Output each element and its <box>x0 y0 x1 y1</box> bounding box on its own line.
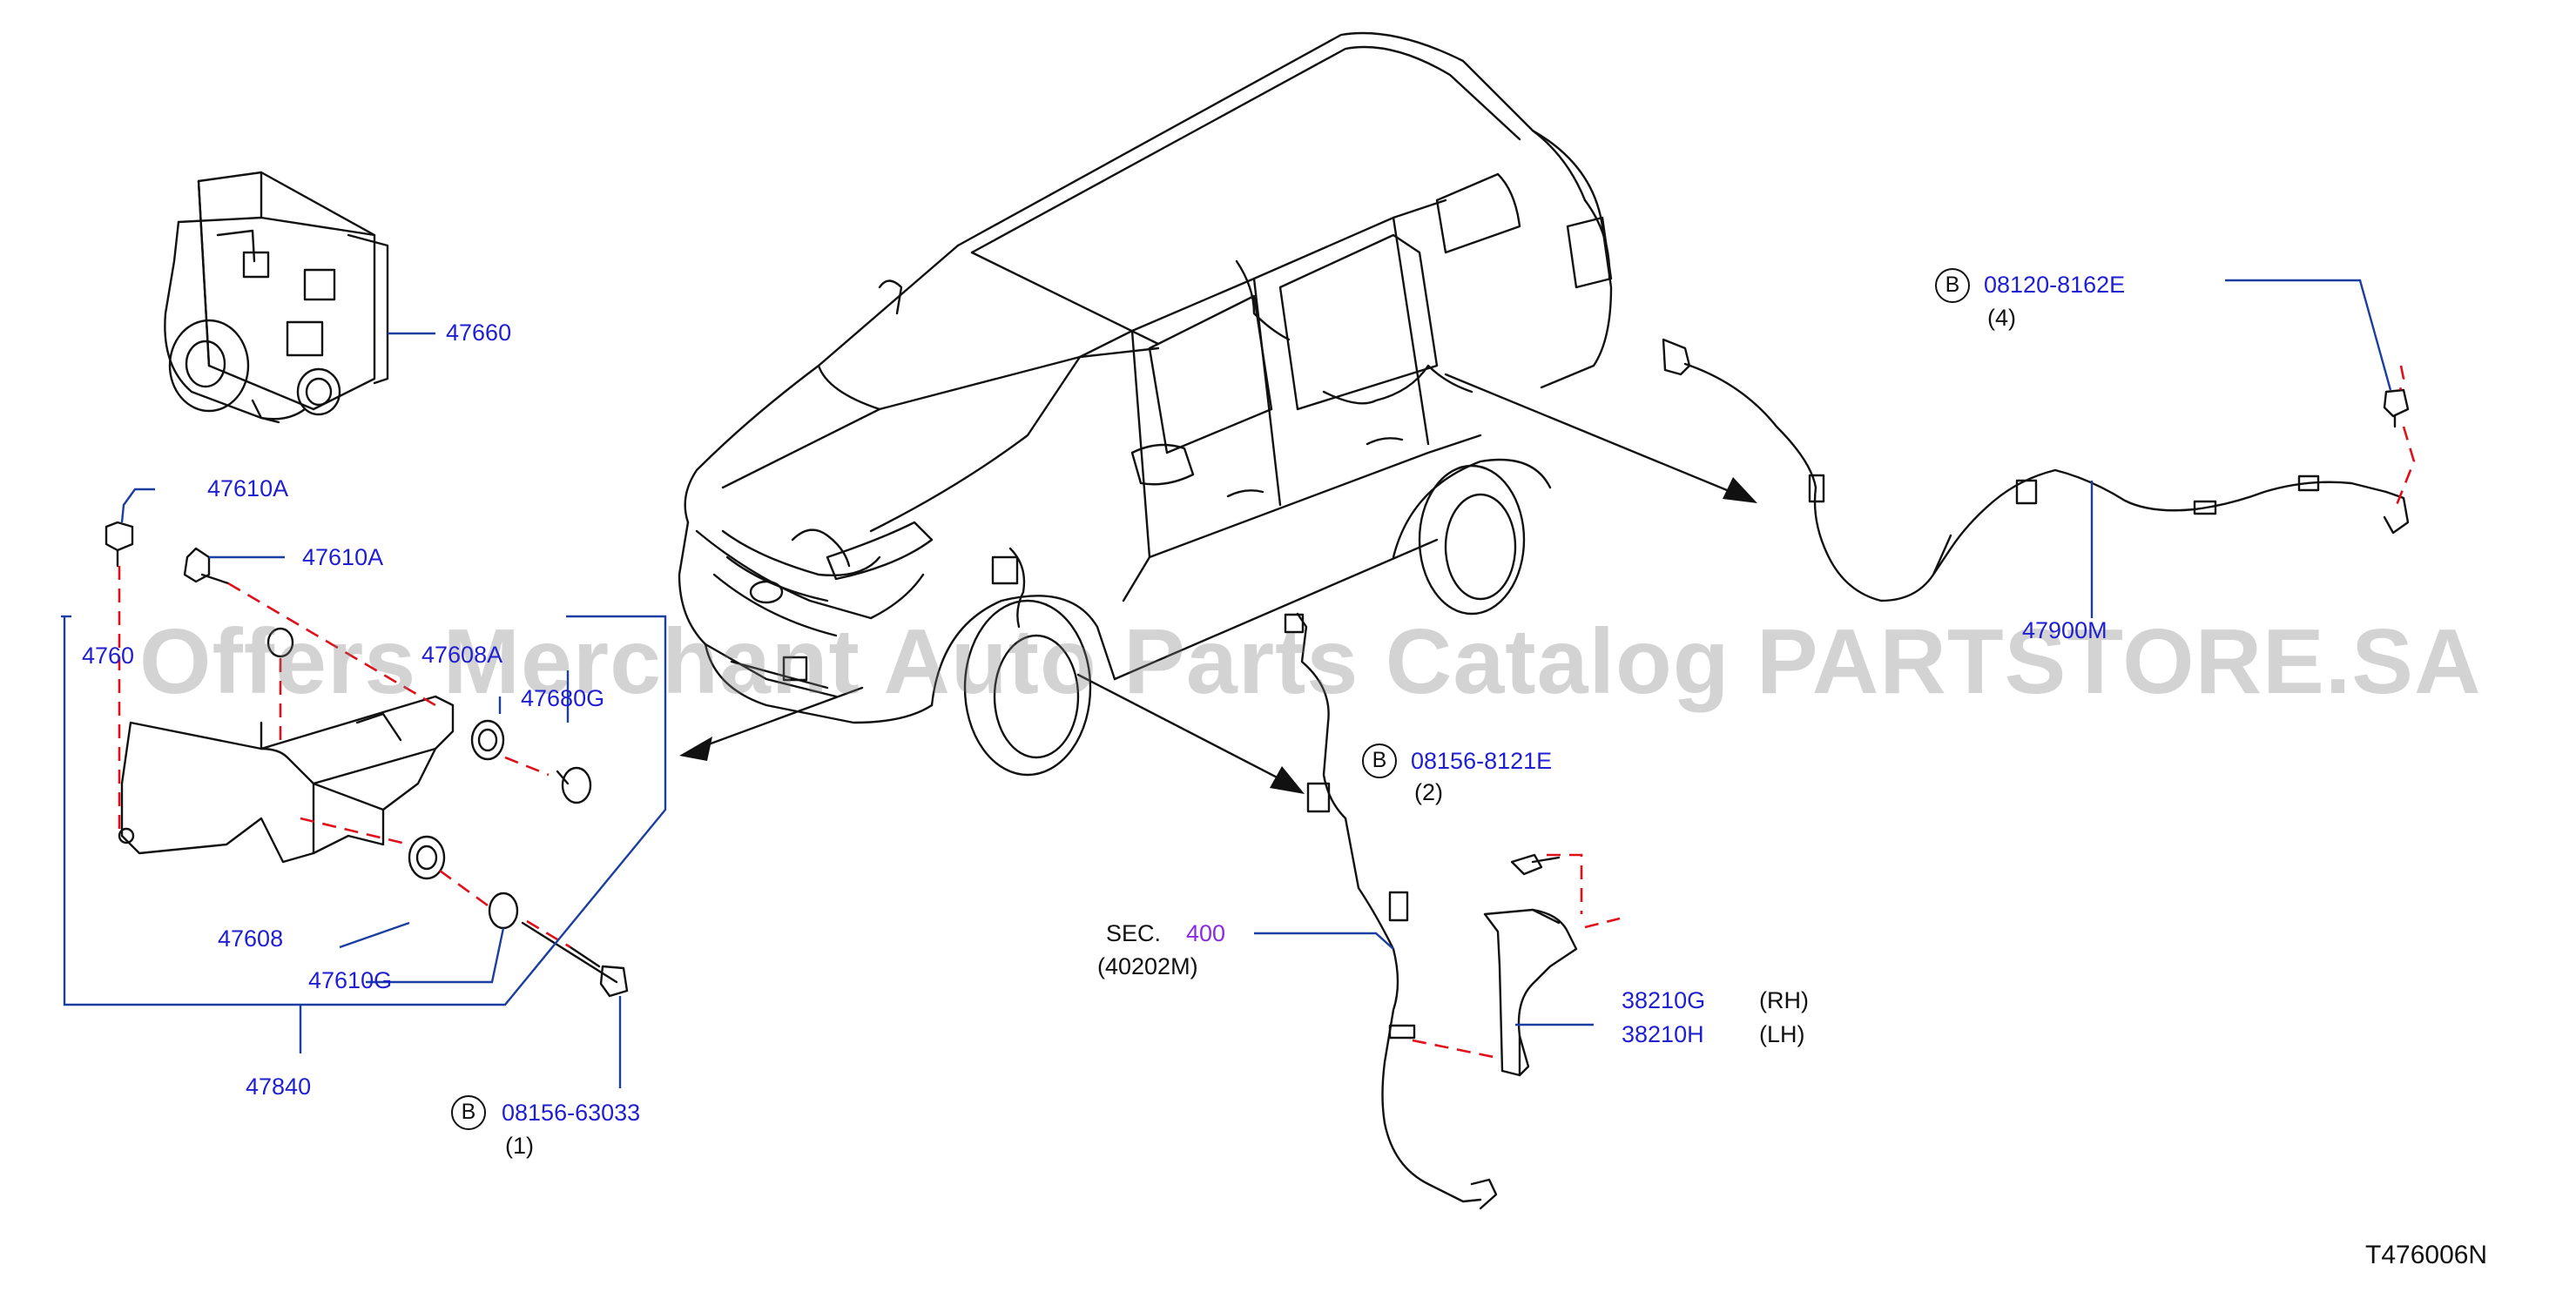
label-38210h[interactable]: 38210H <box>1622 1021 1704 1047</box>
bolt-symbol-3: B <box>1935 268 1970 303</box>
label-rh: (RH) <box>1759 987 1809 1013</box>
arrowheads <box>679 477 1757 794</box>
label-47608a[interactable]: 47608A <box>421 642 503 668</box>
label-47660[interactable]: 47660 <box>446 320 512 346</box>
abs-actuator-illustration <box>164 171 389 424</box>
leader-lines <box>61 279 2392 1088</box>
qty-08156-8121e: (2) <box>1414 779 1443 805</box>
front-sensor-illustration <box>1284 612 1498 1210</box>
label-sec: SEC. <box>1106 920 1162 946</box>
label-sec-400[interactable]: 400 <box>1186 920 1226 946</box>
label-47900m[interactable]: 47900M <box>2022 617 2107 643</box>
hardware-illustration <box>105 521 629 998</box>
label-lh: (LH) <box>1759 1021 1805 1047</box>
rear-sensor-illustration <box>1662 338 2410 602</box>
qty-08120-8162e: (4) <box>1987 305 2016 331</box>
label-47610g[interactable]: 47610G <box>308 967 393 993</box>
label-08156-8121e[interactable]: 08156-8121E <box>1411 748 1553 774</box>
arrows <box>695 373 1743 785</box>
qty-08156-63033: (1) <box>505 1133 534 1159</box>
bolt-symbol-2: B <box>1362 744 1397 778</box>
label-08120-8162e[interactable]: 08120-8162E <box>1984 272 2126 298</box>
sensor-bracket-illustration <box>1483 853 1578 1077</box>
vehicle-illustration <box>678 31 1613 777</box>
diagram-code: T476006N <box>2365 1241 2488 1269</box>
label-40202m: (40202M) <box>1097 953 1198 979</box>
label-4760-partial[interactable]: 4760 <box>82 643 135 669</box>
label-47840[interactable]: 47840 <box>246 1073 312 1100</box>
label-47680g[interactable]: 47680G <box>521 685 605 711</box>
label-47610a-mid[interactable]: 47610A <box>302 544 384 570</box>
label-47610a-top[interactable]: 47610A <box>207 475 289 501</box>
dash-guides <box>118 365 2416 1060</box>
bracket-illustration <box>118 695 455 864</box>
label-38210g[interactable]: 38210G <box>1622 987 1706 1013</box>
label-47608[interactable]: 47608 <box>218 925 284 952</box>
label-08156-63033[interactable]: 08156-63033 <box>502 1100 641 1126</box>
bolt-symbol-1: B <box>451 1095 486 1130</box>
